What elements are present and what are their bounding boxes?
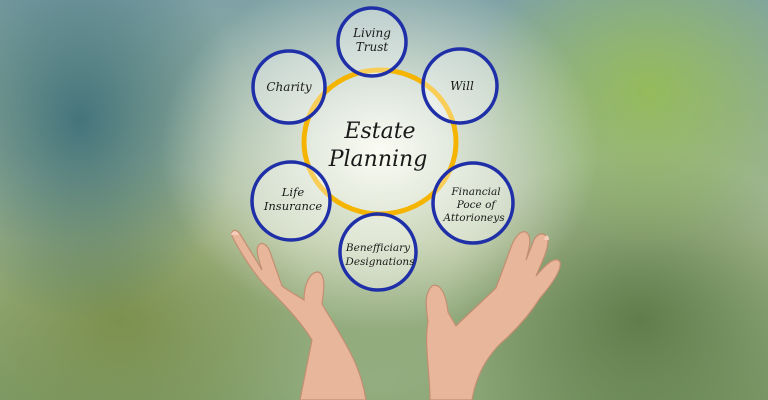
node-charity: Charity: [251, 49, 327, 125]
svg-text:Charity: Charity: [266, 80, 311, 94]
center-title-line1: Estate: [343, 119, 415, 144]
node-life-insurance: Life Insurance: [250, 160, 332, 242]
svg-text:Financial: Financial: [450, 186, 500, 198]
svg-text:Life: Life: [281, 185, 305, 199]
svg-text:Attorioneys: Attorioneys: [442, 212, 505, 224]
right-hand: [425, 231, 561, 400]
node-will: Will: [421, 47, 499, 125]
svg-text:Designations: Designations: [344, 256, 415, 268]
svg-text:Living: Living: [352, 26, 391, 40]
left-hand: [231, 229, 367, 400]
node-living-trust: Living Trust: [336, 6, 408, 78]
node-financial-power: Financial Poce of Attorioneys: [431, 161, 515, 245]
svg-text:Will: Will: [450, 79, 474, 93]
node-beneficiary-designations: Benefficiary Designations: [338, 212, 418, 292]
svg-text:Poce of: Poce of: [456, 199, 498, 211]
center-title-line2: Planning: [328, 147, 428, 172]
svg-text:Benefficiary: Benefficiary: [345, 242, 411, 254]
svg-text:Trust: Trust: [356, 40, 389, 54]
svg-text:Insurance: Insurance: [263, 199, 322, 213]
